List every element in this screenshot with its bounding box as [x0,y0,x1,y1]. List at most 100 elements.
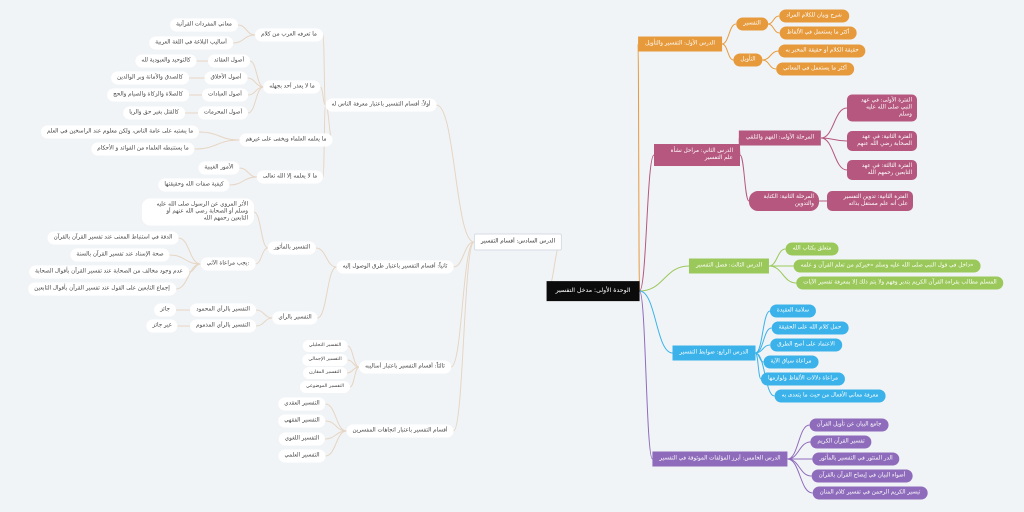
root-node[interactable]: الوحدة الأولى: مدخل التفسير [546,281,640,301]
tafsir-node[interactable]: التفسير [736,17,768,31]
leaf-node[interactable]: ما يستنبطه العلماء من الفوائد و الأحكام [91,142,195,156]
virtue1-node[interactable]: متعلق بكتاب الله [785,242,839,256]
book-node[interactable]: الدر المنثور في التفسير بالمأثور [812,452,900,466]
connector-line [255,247,269,265]
leaf-node[interactable]: كالتوحيد والعبودية لله [135,54,197,68]
lesson5-node[interactable]: الدرس الخامس: أبرز المؤلفات الموثوقة في … [652,451,788,467]
leaf-node[interactable]: كيفية صفات الله وحقيقتها [158,178,230,192]
taweel-definition-node[interactable]: حقيقة الكلام أو حقيقة المخبر به [778,44,866,58]
leaf-node[interactable]: أصول الأخلاق [204,71,248,85]
trend-node[interactable]: التفسير الفقهي [278,414,326,428]
period1-node[interactable]: الفترة الأولى: في عهد النبي صلى الله علي… [847,94,917,122]
period4-node[interactable]: الفترة الثانية: تدوين التفسير على أنه عل… [827,191,913,211]
leaf-node[interactable]: الأمور الغيبية [198,161,240,175]
connector-line [322,34,326,106]
trend-node[interactable]: التفسير العلمي [278,449,326,463]
division-d-node[interactable]: أقسام التفسير باعتبار اتجاهات المفسرين [346,424,454,438]
arab-knowledge-node[interactable]: ما تعرفه العرب من كلام [255,28,323,42]
connector-line [721,43,734,61]
scholars-node[interactable]: ما يعلمه العلماء ويخفى على غيرهم [239,133,333,147]
book-node[interactable]: تفسير القرآن الكريم [810,435,872,449]
rule-node[interactable]: حمل كلام الله على الحقيقة [771,321,849,335]
stage2-node[interactable]: المرحلة الثانية: الكتابة والتدوين [749,191,819,211]
rule-node[interactable]: سلامة العقيدة [769,304,817,318]
division-c-node[interactable]: ثالثاً: أقسام التفسير باعتبار أساليبه [359,360,451,374]
leaf-node[interactable]: كالصلاة والزكاة والصيام والحج [107,88,189,102]
leaf-node[interactable]: كالصدق والأمانة وبر الوالدين [111,71,189,85]
connector-line [253,211,269,249]
connector-line [453,241,475,268]
ray-bad-node[interactable]: التفسير بالرأي المذموم [190,319,256,333]
tafsir-definition-node[interactable]: شرح وبيان للكلام المراد [779,9,849,23]
connector-line [637,43,640,292]
division-b-node[interactable]: ثانياً: أقسام التفسير باعتبار طرق الوصول… [336,260,454,274]
lesson1-node[interactable]: الدرس الأول: التفسير والتأويل [638,36,722,52]
stage1-node[interactable]: المرحلة الأولى: الفهم والتلقي [738,130,822,146]
no-excuse-node[interactable]: ما لا يعذر أحد بجهله [263,80,321,94]
connector-line [239,167,258,178]
connector-line [453,241,475,432]
leaf-node[interactable]: كالقتل بغير حق والربا [123,106,185,120]
lesson3-node[interactable]: الدرس الثالث: فضل التفسير [688,258,770,274]
tafsir-usage-node[interactable]: أكثر ما يستعمل في الألفاظ [779,26,857,40]
rules-node[interactable]: يجب مراعاة الآتي: [200,257,256,271]
rule-node[interactable]: مراعاة دلالات الألفاظ ولوازمها [760,372,846,386]
connector-line [639,290,673,354]
only-allah-node[interactable]: ما لا يعلمه إلا الله تعالى [256,170,324,184]
period2-node[interactable]: الفترة الثانية: في عهد الصحابة رضي الله … [847,131,917,151]
rule-node[interactable]: مراعاة سياق الآية [763,355,819,369]
style-node[interactable]: التفسير الموضوعي [299,381,351,393]
rule-node[interactable]: الاعتماد على أصح الطرق [770,338,842,352]
taweel-node[interactable]: التأويل [733,53,763,67]
leaf-node[interactable]: الدقة في استنباط المعنى عند تفسير القرآن… [47,231,179,245]
style-node[interactable]: التفسير المقارن [303,367,347,379]
trend-node[interactable]: التفسير اللغوي [278,432,326,446]
connector-line [820,137,848,171]
connector-line [787,424,810,460]
connector-line [325,403,347,432]
lesson4-node[interactable]: الدرس الرابع: ضوابط التفسير [672,345,756,361]
leaf-node[interactable]: أساليب البلاغة في اللغة العربية [149,36,233,50]
ray-node[interactable]: التفسير بالرأي [272,311,318,325]
connector-line [247,86,264,114]
leaf-node[interactable]: صحة الإسناد عند تفسير القرآن بالسنة [70,248,170,262]
leaf-node[interactable]: أصول العبادات [202,88,248,102]
athar-node[interactable]: الأثر المروي عن الرسول صلى الله عليه وسل… [142,198,254,226]
style-node[interactable]: التفسير الإجمالي [302,354,348,366]
rule-node[interactable]: معرفة معاني الأفعال من حيث ما يتعدى به [774,389,886,403]
leaf-node[interactable]: أصول المحرمات [197,106,249,120]
connector-line [639,154,655,292]
book-node[interactable]: أضواء البيان في إيضاح القرآن بالقرآن [811,469,913,483]
period3-node[interactable]: الفترة الثالثة: في عهد التابعين رحمهم ال… [847,160,917,180]
connector-line [755,310,771,354]
connector-line [787,458,813,494]
connector-line [739,154,750,202]
connector-line [639,265,690,292]
connector-line [820,107,848,139]
leaf-node[interactable]: إجماع التابعين على القول عند تفسير القرآ… [28,282,176,296]
connector-line [255,317,273,327]
connector-line [175,263,201,290]
book-node[interactable]: جامع البيان عن تأويل القرآن [809,418,889,432]
leaf-node[interactable]: جائز [154,303,176,317]
leaf-node[interactable]: غير جائز [146,319,178,333]
ray-good-node[interactable]: التفسير بالرأي المحمود [190,303,256,317]
connector-line [255,309,273,319]
lesson2-node[interactable]: الدرس الثاني: مراحل نشأة علم التفسير [654,144,740,166]
connector-line [317,266,337,319]
connector-line [346,366,360,374]
lesson6-node[interactable]: الدرس السادس: أقسام التفسير [473,233,563,251]
connector-line [325,430,347,457]
virtue3-node[interactable]: المسلم مطالب بقراءة القرآن الكريم بتدبر … [796,276,1004,290]
book-node[interactable]: تيسير الكريم الرحمن في تفسير كلام المنان [812,486,928,500]
leaf-node[interactable]: أصول العقائد [207,54,251,68]
leaf-node[interactable]: ما يشتبه على عامة الناس، ولكن معلوم عند … [40,125,200,139]
leaf-node[interactable]: عدم وجود مخالف من الصحابة عند تفسير القر… [29,265,189,279]
trend-node[interactable]: التفسير العقدي [278,397,326,411]
taweel-usage-node[interactable]: أكثر ما يستعمل في المعاني [776,62,854,76]
style-node[interactable]: التفسير التحليلي [302,340,348,352]
virtue2-node[interactable]: داخل في قول النبي صلى الله عليه وسلم «خي… [793,259,981,273]
mathur-node[interactable]: التفسير بالمأثور [267,241,317,255]
leaf-node[interactable]: معاني المفردات القرآنية [170,18,238,32]
division-a-node[interactable]: أولاً: أقسام التفسير باعتبار معرفة الناس… [325,98,437,112]
